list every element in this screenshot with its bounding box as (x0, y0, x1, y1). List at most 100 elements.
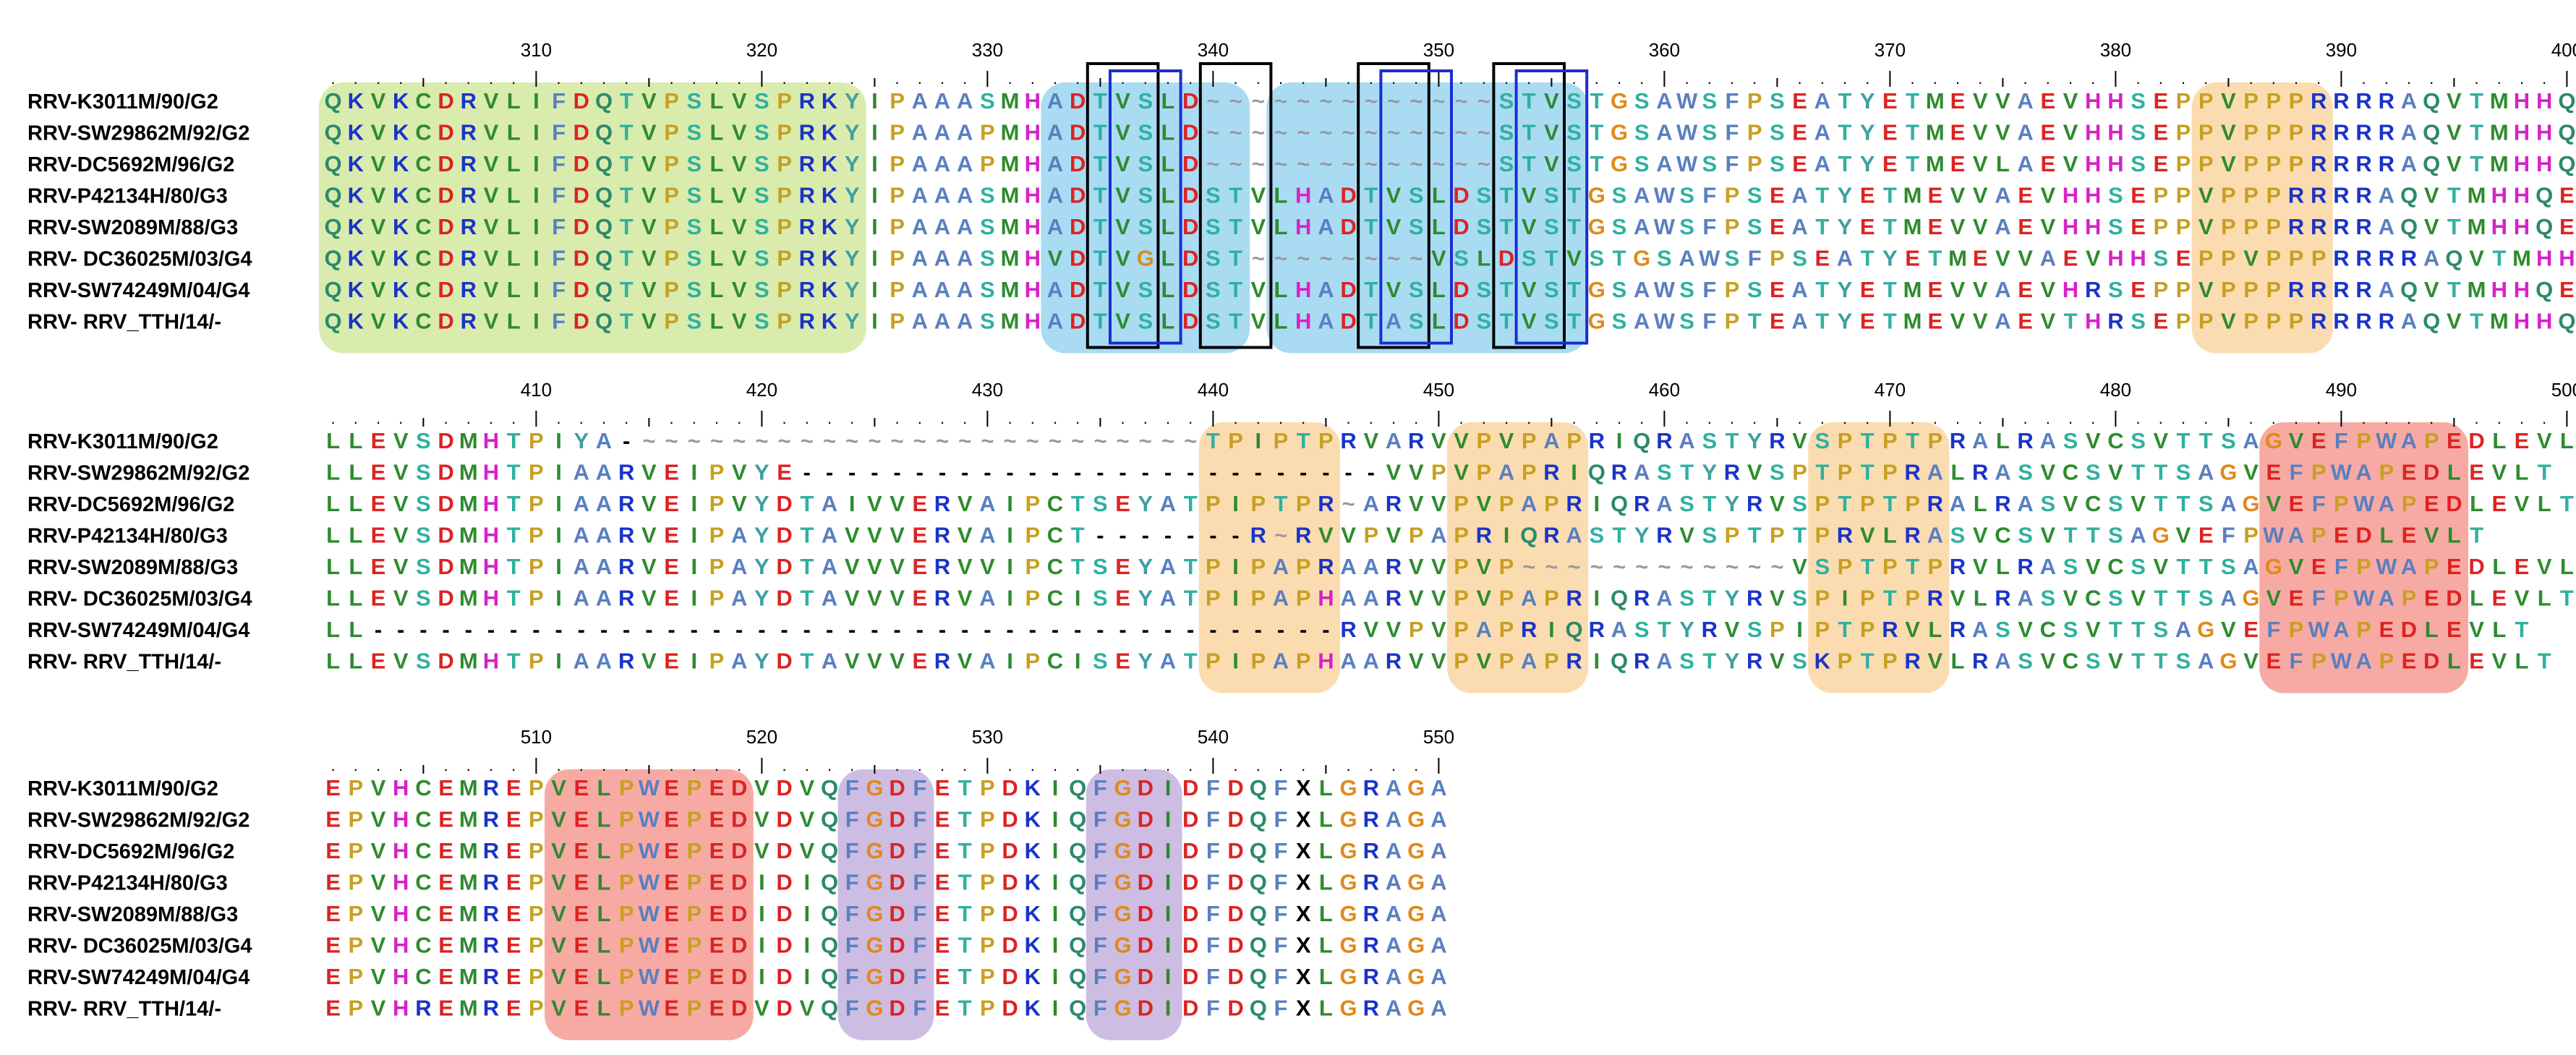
residue: E (935, 775, 950, 800)
residue: T (1793, 523, 1807, 548)
residue: R (1363, 901, 1379, 926)
residue: E (664, 964, 679, 989)
residue: K (822, 214, 838, 239)
residue: D (438, 120, 453, 145)
residue: F (1206, 996, 1220, 1021)
residue: D (776, 838, 792, 863)
ruler-dot: . (2046, 409, 2050, 427)
residue: ~ (1703, 554, 1716, 579)
ruler-dot: . (331, 756, 336, 774)
residue: T (958, 933, 972, 958)
residue: - (826, 617, 833, 642)
residue: S (2108, 491, 2123, 516)
residue: P (2153, 277, 2168, 302)
ruler-dot: . (489, 409, 493, 427)
residue: G (866, 807, 883, 832)
residue: P (980, 838, 995, 863)
residue: I (1165, 901, 1172, 926)
residue: E (912, 491, 927, 516)
residue: V (2447, 309, 2462, 334)
residue: T (1364, 214, 1378, 239)
residue: S (1702, 151, 1717, 176)
residue: A (1972, 617, 1988, 642)
residue: V (1905, 617, 1920, 642)
residue: H (2107, 88, 2123, 114)
residue: F (552, 246, 566, 271)
residue: R (618, 586, 634, 611)
residue: A (731, 649, 747, 674)
residue: A (1476, 617, 1492, 642)
residue: R (2379, 88, 2394, 114)
residue: H (1025, 120, 1041, 145)
residue: V (371, 964, 386, 989)
residue: S (1792, 246, 1807, 271)
residue: D (731, 870, 747, 895)
residue: Y (1634, 523, 1650, 548)
residue: S (1499, 88, 1514, 114)
residue: I (759, 933, 765, 958)
residue: P (2243, 309, 2259, 334)
ruler-dot: . (624, 409, 628, 427)
residue: K (393, 246, 409, 271)
residue: A (1995, 277, 2010, 302)
residue: F (845, 996, 859, 1021)
residue: F (2222, 523, 2235, 548)
residue: F (913, 933, 926, 958)
residue: D (1138, 996, 1153, 1021)
residue: L (326, 649, 340, 674)
residue: E (438, 964, 453, 989)
residue: R (1589, 617, 1605, 642)
residue: E (1973, 246, 1988, 271)
residue: G (1114, 901, 1132, 926)
residue: C (415, 933, 431, 958)
residue: R (799, 309, 815, 334)
residue: P (1476, 460, 1491, 485)
residue: Q (2536, 277, 2553, 302)
residue: D (1227, 775, 1243, 800)
residue: P (1882, 649, 1898, 674)
residue: V (867, 649, 882, 674)
residue: L (349, 617, 362, 642)
residue: P (2243, 151, 2259, 176)
residue: R (415, 996, 431, 1021)
residue: L (1161, 183, 1175, 208)
residue: H (483, 491, 499, 516)
ruler-dot: . (1595, 69, 1599, 87)
ruler-dot: . (511, 69, 516, 87)
ruler-dot: . (2272, 69, 2276, 87)
residue: K (822, 88, 838, 114)
residue: E (2063, 246, 2078, 271)
residue: S (1612, 309, 1627, 334)
residue: V (1115, 120, 1130, 145)
residue: V (958, 491, 973, 516)
residue: H (483, 649, 499, 674)
residue: ~ (665, 428, 678, 453)
residue: A (1340, 554, 1356, 579)
residue: A (2401, 120, 2417, 145)
residue: L (597, 838, 611, 863)
residue: L (507, 88, 521, 114)
residue: ~ (1229, 120, 1242, 145)
residue: L (710, 120, 724, 145)
residue: V (1386, 183, 1402, 208)
ruler-dot: . (1527, 409, 1531, 427)
residue: H (2107, 151, 2123, 176)
residue: V (1431, 428, 1446, 453)
residue: T (1883, 491, 1897, 516)
residue: T (800, 649, 814, 674)
residue: G (1340, 775, 1357, 800)
residue: ~ (1477, 120, 1490, 145)
residue: A (2423, 246, 2439, 271)
residue: A (2017, 586, 2033, 611)
residue: D (1138, 870, 1153, 895)
residue: K (393, 88, 409, 114)
residue: T (1567, 277, 1581, 302)
residue: ~ (845, 428, 858, 453)
residue: I (1007, 523, 1013, 548)
residue: F (552, 151, 566, 176)
ruler-number: 490 (2326, 379, 2357, 401)
residue: Y (845, 277, 860, 302)
residue: E (1882, 88, 1898, 114)
ruler-dot: . (827, 409, 832, 427)
residue: - (758, 617, 765, 642)
